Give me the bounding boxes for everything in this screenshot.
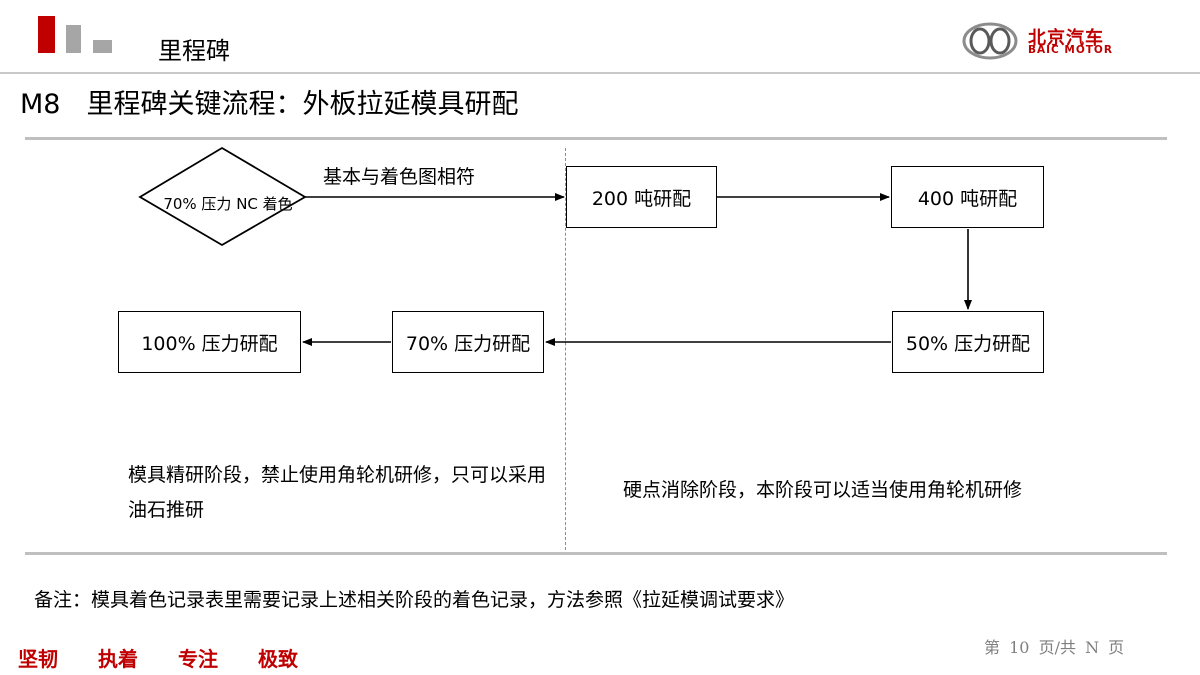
slide-code: M8	[20, 89, 61, 120]
header-title: 里程碑	[158, 37, 230, 65]
slide-title-text: 里程碑关键流程：外板拉延模具研配	[86, 89, 519, 120]
page-mid: 页/共	[1038, 638, 1076, 657]
header-divider	[0, 72, 1200, 74]
step-200-ton: 200 吨研配	[566, 166, 717, 228]
step-70-percent: 70% 压力研配	[392, 311, 544, 373]
brand-bar-gray-small	[93, 40, 112, 53]
motto-3: 专注	[178, 647, 218, 671]
page-indicator: 第 10 页/共 N 页	[982, 634, 1126, 658]
page-prefix: 第	[984, 638, 1001, 657]
brand-bar-red	[38, 16, 55, 53]
step-100-percent: 100% 压力研配	[118, 311, 301, 373]
arrow-condition-label: 基本与着色图相符	[323, 166, 476, 188]
logo-name-en: BAIC MOTOR	[1028, 44, 1113, 56]
baic-emblem-icon	[962, 22, 1018, 64]
step-50-percent: 50% 压力研配	[892, 311, 1044, 373]
remark-text: 备注：模具着色记录表里需要记录上述相关阶段的着色记录，方法参照《拉延模调试要求》	[34, 589, 795, 611]
logo-name-cn: 北京汽车	[1028, 28, 1104, 49]
brand-bar-gray	[66, 25, 81, 53]
slide-title: M8 里程碑关键流程：外板拉延模具研配	[20, 82, 518, 121]
motto-4: 极致	[258, 647, 298, 671]
phase-divider	[565, 148, 566, 550]
decision-diamond	[138, 146, 307, 247]
phase-note-fine: 模具精研阶段，禁止使用角轮机研修，只可以采用油石推研	[128, 464, 547, 521]
content-rule-bottom	[25, 552, 1167, 555]
decision-label: 70% 压力 NC 着色	[163, 195, 293, 213]
motto-2: 执着	[98, 647, 138, 671]
content-rule-top	[25, 137, 1167, 140]
page-suffix: 页	[1108, 638, 1125, 657]
step-400-ton: 400 吨研配	[891, 166, 1044, 228]
phase-note-hardpoint: 硬点消除阶段，本阶段可以适当使用角轮机研修	[623, 479, 1023, 501]
page-total: N	[1085, 638, 1100, 657]
motto-1: 坚韧	[18, 647, 58, 671]
page-number: 10	[1009, 638, 1030, 657]
